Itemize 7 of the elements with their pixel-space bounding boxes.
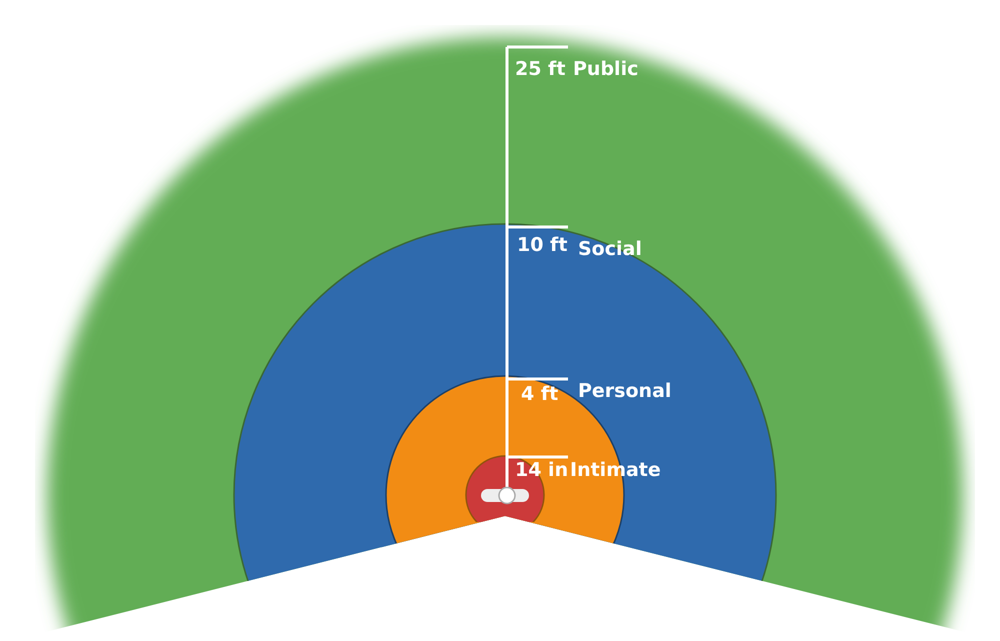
zone-label: Personal xyxy=(578,382,672,401)
dimension-label: 14 in xyxy=(515,461,568,480)
dimension-label: 4 ft xyxy=(521,385,558,404)
dimension-label: 10 ft xyxy=(517,236,568,255)
zone-label: Public xyxy=(573,60,638,79)
dimension-label: 25 ft xyxy=(515,60,566,79)
social-zone xyxy=(233,223,777,584)
